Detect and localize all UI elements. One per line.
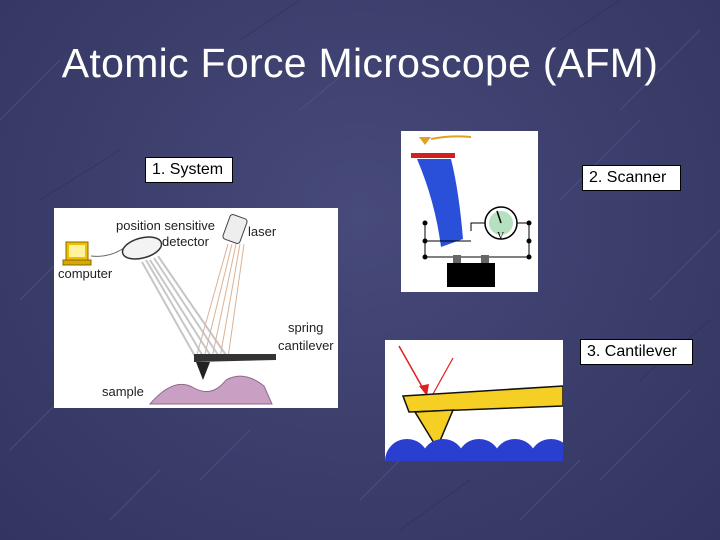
label-cantilever-panel: 3. Cantilever — [580, 339, 693, 365]
label-laser: laser — [248, 224, 277, 239]
cantilever-shape — [194, 354, 276, 362]
label-computer: computer — [58, 266, 113, 281]
computer-icon — [62, 241, 92, 266]
scanner-base-shape — [447, 263, 495, 287]
label-system: 1. System — [145, 157, 233, 183]
system-diagram: position sensitive detector laser comput… — [54, 208, 338, 408]
sample-atoms — [385, 439, 563, 461]
label-position-sensitive: position sensitive — [116, 218, 215, 233]
label-scanner: 2. Scanner — [582, 165, 681, 191]
cantilever-beam-shape — [401, 385, 563, 413]
label-sample: sample — [102, 384, 144, 399]
label-detector: detector — [162, 234, 210, 249]
scanner-diagram: V — [401, 131, 538, 292]
label-spring: spring — [288, 320, 323, 335]
cantilever-tip-shape — [413, 409, 455, 450]
sample-shape — [148, 375, 273, 405]
slide-title: Atomic Force Microscope (AFM) — [61, 40, 659, 86]
cantilever-diagram — [385, 340, 563, 461]
meter-symbol: V — [497, 231, 505, 242]
position-sensitive-detector-icon — [121, 236, 163, 260]
label-cantilever: cantilever — [278, 338, 334, 353]
scanner-tube-shape — [417, 159, 463, 247]
laser-icon — [222, 214, 248, 244]
